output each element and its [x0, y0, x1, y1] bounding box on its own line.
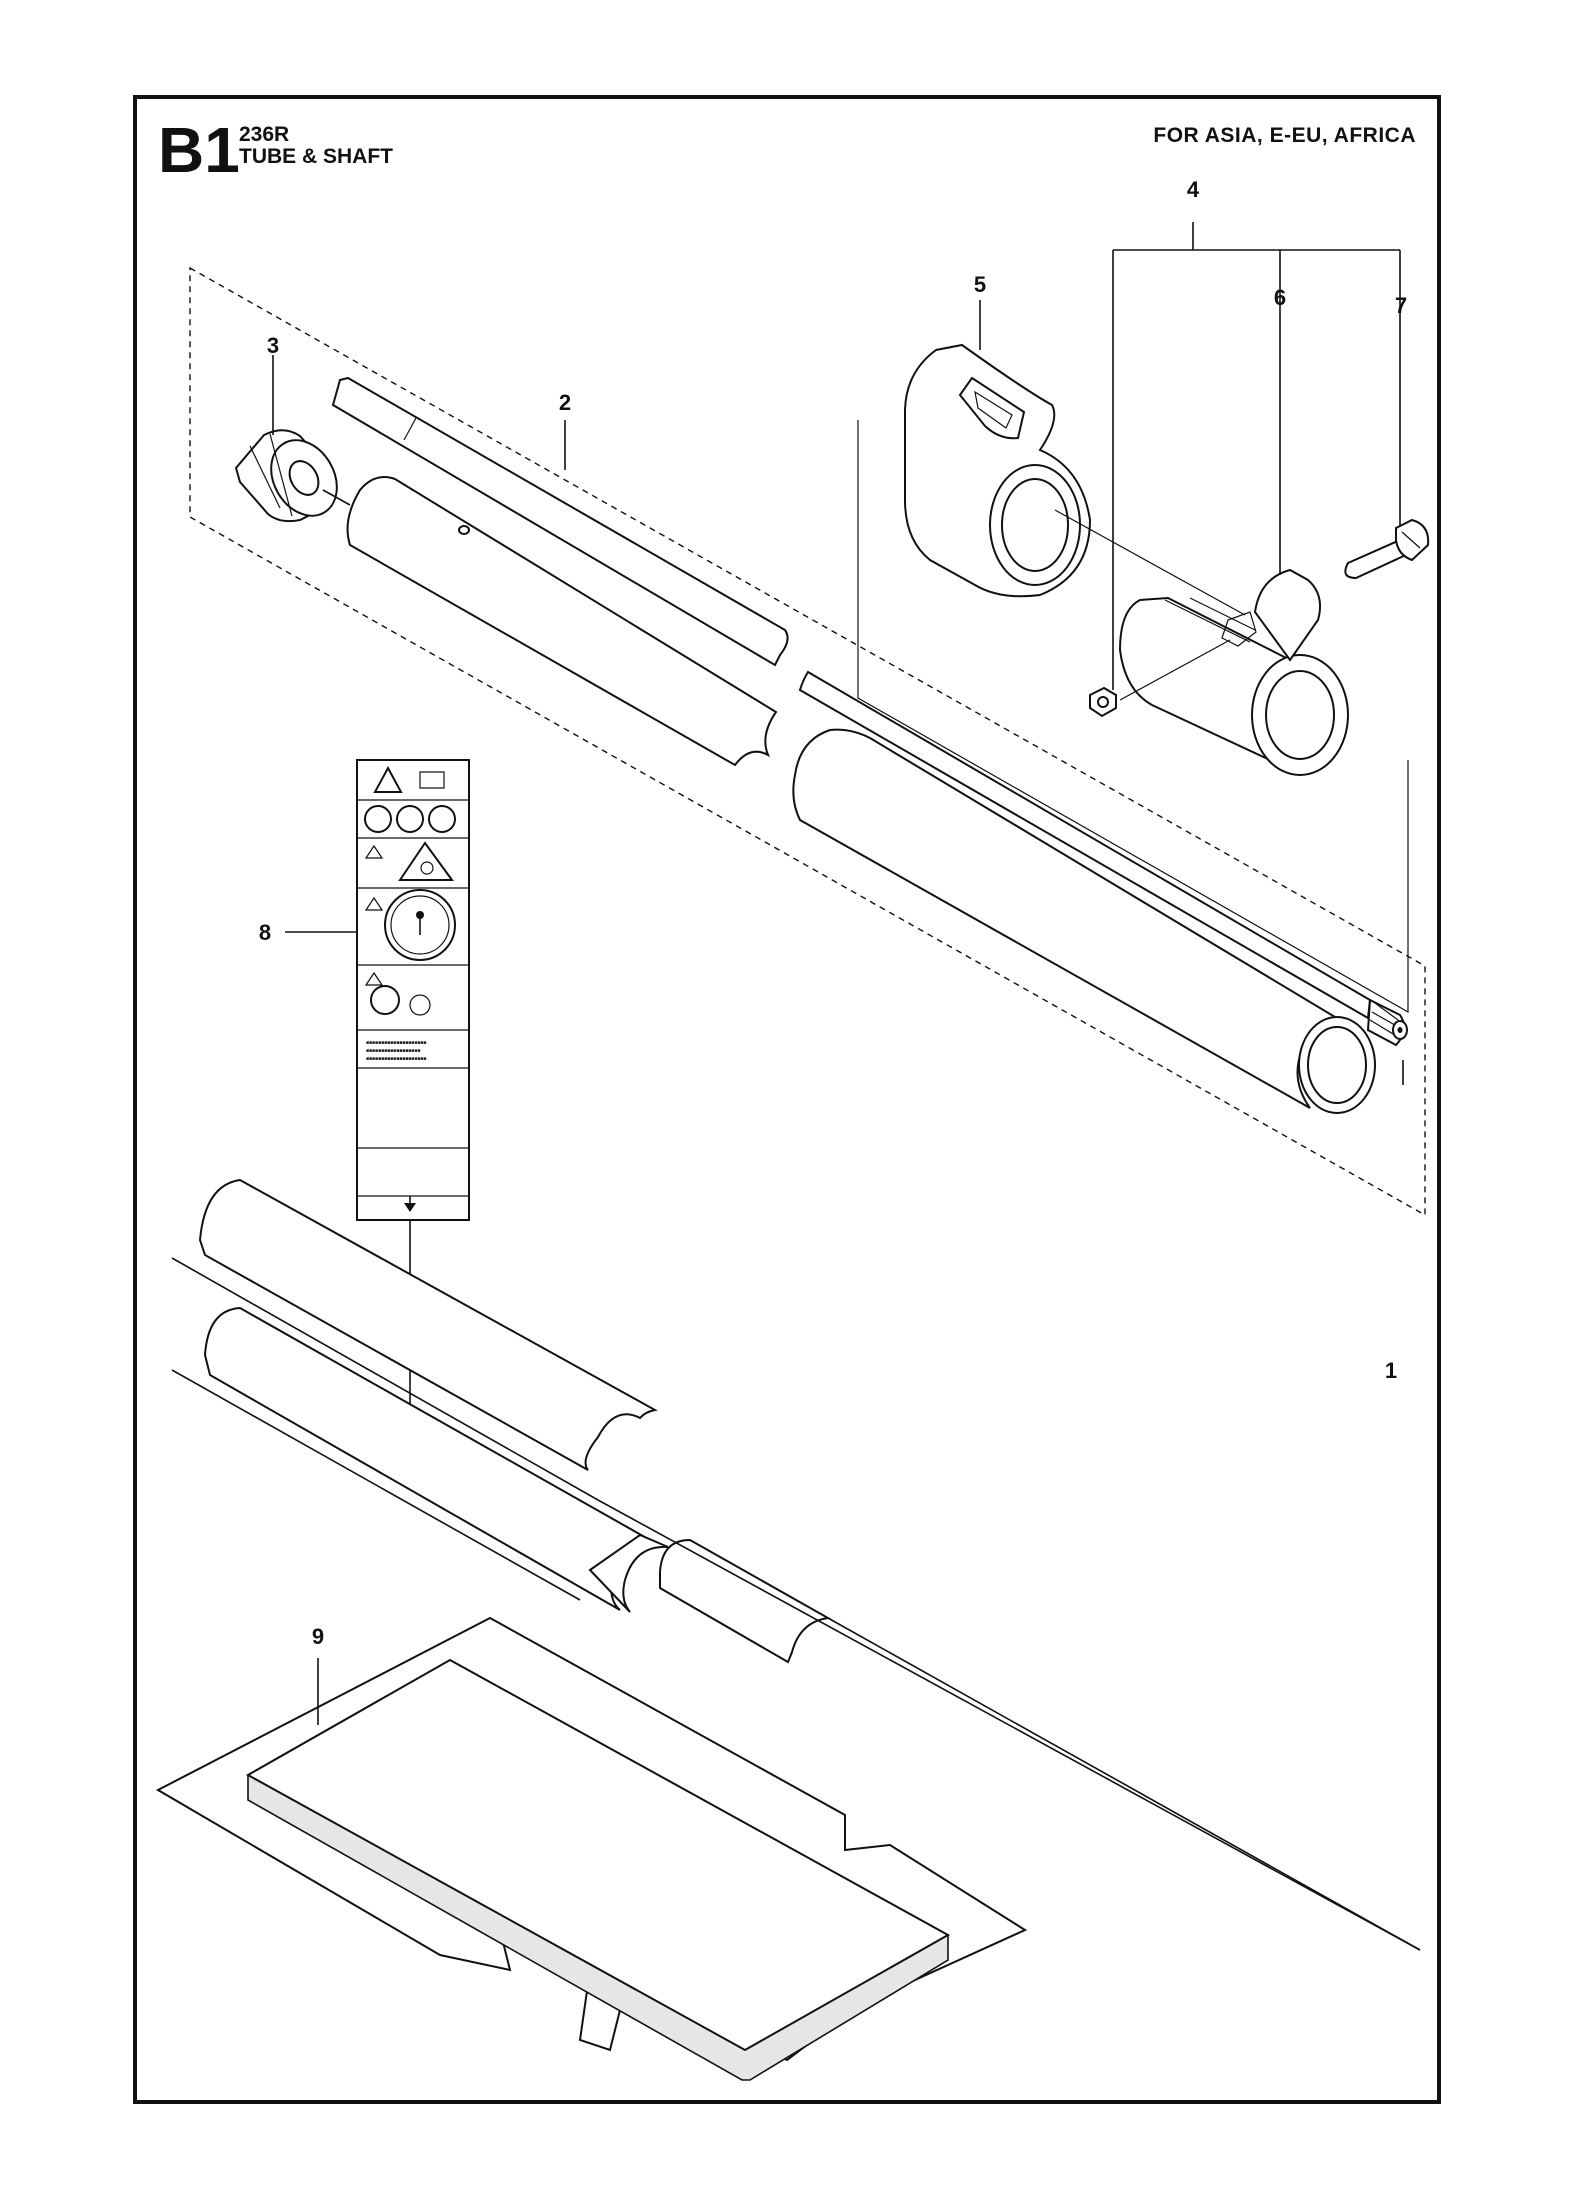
callout-9: 9: [312, 1624, 324, 1649]
group-boundary: [189, 266, 1426, 1217]
part-7-bolt: [1344, 518, 1430, 580]
part-9-guide-card: [155, 1616, 1028, 2081]
part-2-tube: [346, 476, 1376, 1114]
handle-kit-boundary: [857, 420, 1409, 1014]
callout-2: 2: [559, 390, 571, 415]
section-code: B1: [158, 114, 240, 186]
callout-1: 1: [1385, 1358, 1397, 1383]
callout-7: 7: [1395, 293, 1407, 318]
part-4-nut: [1089, 686, 1117, 718]
warning-triangle-icon: [373, 765, 403, 793]
part-3-axis: [322, 489, 351, 506]
ear-protection-icon: [364, 805, 392, 833]
boot-icon: [428, 805, 456, 833]
callout-3: 3: [267, 333, 279, 358]
part-5-handle-loop: [904, 343, 1092, 598]
manual-book-icon: [419, 771, 445, 789]
handle-axis: [1054, 509, 1246, 616]
region-label: FOR ASIA, E-EU, AFRICA: [1153, 124, 1416, 147]
label-fine-print: ■■■■■■■■■■■■■■■■■■■■: [366, 1040, 426, 1046]
callout-8: 8: [259, 920, 271, 945]
callout-6: 6: [1274, 285, 1286, 310]
arrow-down-icon: [404, 1203, 416, 1212]
part-3-collar: [234, 429, 338, 523]
callout-4: 4: [1187, 177, 1200, 202]
tube-reference-outline: [171, 1178, 1421, 1951]
part-6-clamp: [1118, 568, 1349, 776]
callout-5: 5: [974, 272, 986, 297]
part-8-warning-label: ■■■■■■■■■■■■■■■■■■■■ ■■■■■■■■■■■■■■■■■■ …: [356, 759, 470, 1221]
nut-axis: [1119, 639, 1231, 701]
thrown-objects-icon: [370, 985, 400, 1015]
svg-text:■■■■■■■■■■■■■■■■■■■■: ■■■■■■■■■■■■■■■■■■■■: [366, 1056, 426, 1062]
part-1-shaft: [331, 376, 1408, 1047]
model-and-title: 236R TUBE & SHAFT: [239, 123, 393, 169]
diagram-title: TUBE & SHAFT: [239, 145, 393, 169]
model-number: 236R: [239, 123, 290, 146]
page-frame: [133, 95, 1441, 2104]
svg-text:■■■■■■■■■■■■■■■■■■: ■■■■■■■■■■■■■■■■■■: [366, 1048, 420, 1054]
glove-icon: [396, 805, 424, 833]
